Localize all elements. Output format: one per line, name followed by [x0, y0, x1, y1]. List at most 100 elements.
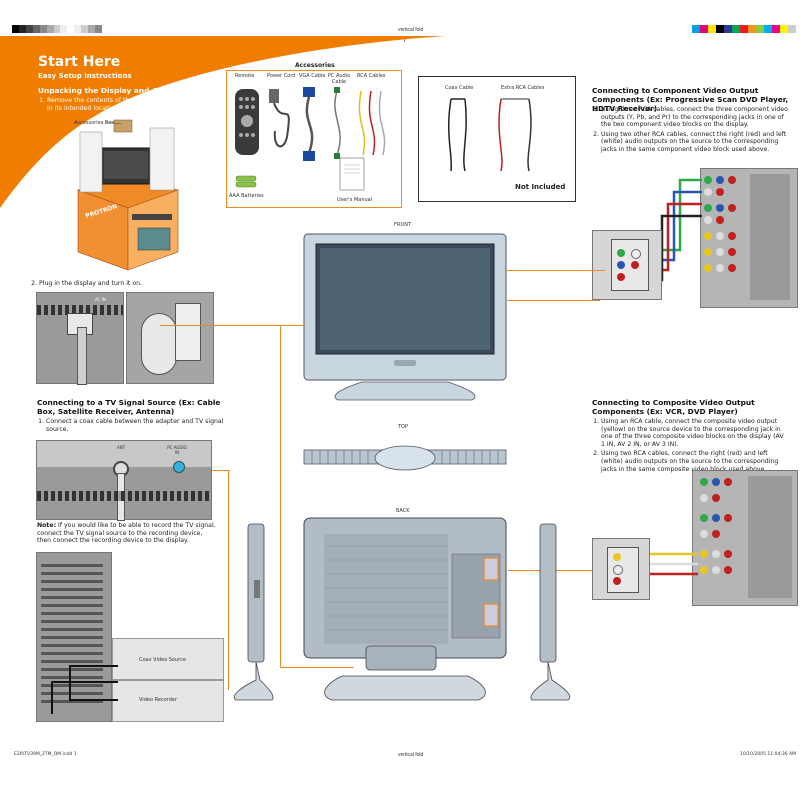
tv-side-left [233, 523, 274, 701]
color-bar-swatch [772, 25, 780, 33]
plug-hand-photo [126, 292, 214, 384]
users-manual-icon [339, 157, 365, 191]
color-bar-swatch [95, 25, 102, 33]
color-bar-swatch [748, 25, 756, 33]
color-bar-swatch [780, 25, 788, 33]
color-bar-swatch [708, 25, 716, 33]
composite-jacks-illustration [700, 476, 792, 598]
back-label: BACK [396, 508, 410, 514]
footer-file: E2PLTV39M_2TM_QM.indd 1 [14, 752, 77, 757]
connector-line-8 [280, 667, 354, 668]
ant-panel-photo: ANT PC AUDIO IN [36, 440, 212, 521]
coax-video-source-label: Coax Video Source [139, 657, 186, 663]
connector-line-2 [505, 300, 600, 301]
tv-back [303, 517, 507, 701]
accessory-power-cord: Power Cord [267, 73, 296, 79]
color-bar-swatch [67, 25, 75, 33]
note-block: Note: If you would like to be able to re… [37, 522, 217, 545]
unpacking-step-1-text: Remove the contents of the box and place… [47, 97, 218, 112]
color-bar-swatch [74, 25, 82, 33]
extra-rca-cables-label: Extra RCA Cables [501, 85, 545, 91]
coax-cable-icon [448, 98, 467, 172]
unpacking-heading: Unpacking the Display and Accessories [38, 86, 201, 95]
composite-heading: Connecting to Composite Video Output Com… [592, 398, 755, 416]
connector-line-1 [505, 270, 605, 271]
power-cord-icon [269, 89, 290, 148]
accessories-panel: Accessories Remote Power Cord VGA Cable … [226, 62, 402, 208]
component-step-2: Using two other RCA cables, connect the … [601, 131, 788, 154]
accessory-vga-cable: VGA Cable [299, 73, 326, 79]
component-steps: Using three RCA cables, connect the thre… [592, 106, 788, 156]
tv-side-right [530, 523, 571, 701]
vertical-fold-top: vertical fold [398, 27, 424, 33]
tv-signal-step-1: Connect a coax cable between the adapter… [46, 418, 227, 433]
composite-step-2: Using two RCA cables, connect the right … [601, 450, 788, 473]
color-bar-right [692, 25, 796, 33]
color-bar-swatch [716, 25, 724, 33]
pc-audio-cable-icon [334, 87, 341, 159]
component-source-device [592, 230, 662, 300]
tv-top [303, 445, 507, 471]
tv-front [303, 233, 507, 401]
accessories-title: Accessories [295, 62, 335, 69]
recording-cables [51, 665, 118, 714]
ac-in-panel-photo: AC IN [36, 292, 124, 385]
color-bar-swatch [18, 25, 26, 33]
unpacking-step-2: Plug in the display and turn it on. [30, 280, 210, 290]
composite-cables [650, 552, 698, 576]
aaa-batteries-label: AAA Batteries [229, 193, 264, 199]
color-bar-swatch [88, 25, 96, 33]
accessory-pc-audio-cable: PC Audio Cable [327, 73, 351, 85]
ant-label: ANT [117, 445, 126, 450]
color-bar-swatch [740, 25, 748, 33]
not-included-panel: Coax Cable Extra RCA Cables Not Included [418, 76, 576, 202]
orange-banner [0, 36, 445, 208]
connector-line-4 [160, 325, 305, 326]
tv-signal-steps: Connect a coax cable between the adapter… [37, 418, 227, 435]
front-label: FRONT [394, 222, 412, 228]
unpacking-step-2-text: Plug in the display and turn it on. [39, 280, 210, 288]
extra-rca-cables-icon [498, 98, 532, 172]
color-bar-swatch [732, 25, 740, 33]
users-manual-label: User's Manual [337, 197, 373, 203]
color-bar-swatch [12, 25, 19, 33]
recording-setup-photo [36, 552, 112, 722]
component-heading: Connecting to Component Video Output Com… [592, 86, 789, 113]
video-recorder-box: Video Recorder [112, 680, 224, 722]
video-recorder-label: Video Recorder [139, 697, 178, 703]
color-bar-swatch [46, 25, 54, 33]
color-bar-swatch [764, 25, 772, 33]
color-bar-swatch [756, 25, 764, 33]
footer-date: 10/10/2005 11:04:36 AM [740, 752, 796, 757]
pc-audio-in-label: PC AUDIO IN [167, 445, 187, 455]
page-title: Start Here [38, 54, 121, 70]
color-bar-swatch [788, 25, 796, 33]
coax-video-source-box: Coax Video Source [112, 638, 224, 680]
vga-cable-icon [303, 87, 315, 161]
accessory-rca-cables: RCA Cables [357, 73, 386, 79]
remote-icon [235, 89, 259, 155]
vertical-fold-bottom: vertical fold [398, 752, 424, 758]
ac-in-label: AC IN [95, 297, 106, 302]
note-label: Note: [37, 522, 57, 529]
composite-steps: Using an RCA cable, connect the composit… [592, 418, 788, 475]
color-bar-swatch [81, 25, 89, 33]
component-jacks-illustration [704, 174, 790, 300]
color-bar-swatch [700, 25, 708, 33]
component-step-1: Using three RCA cables, connect the thre… [601, 106, 788, 129]
aaa-batteries-icon [235, 175, 257, 188]
accessories-box-callout: Accessories Box [74, 120, 115, 126]
accessory-remote: Remote [235, 73, 255, 79]
connector-line-5 [228, 470, 229, 690]
color-bar-swatch [60, 25, 68, 33]
color-bar-swatch [53, 25, 61, 33]
color-bar-swatch [39, 25, 47, 33]
top-label: TOP [398, 424, 409, 430]
unpacking-step-1: Remove the contents of the box and place… [38, 97, 218, 114]
tv-signal-heading: Connecting to a TV Signal Source (Ex: Ca… [37, 398, 221, 416]
composite-source-device [592, 538, 650, 600]
color-bar-swatch [32, 25, 40, 33]
composite-step-1: Using an RCA cable, connect the composit… [601, 418, 788, 448]
not-included-label: Not Included [515, 183, 566, 191]
connector-line-7 [280, 325, 281, 667]
